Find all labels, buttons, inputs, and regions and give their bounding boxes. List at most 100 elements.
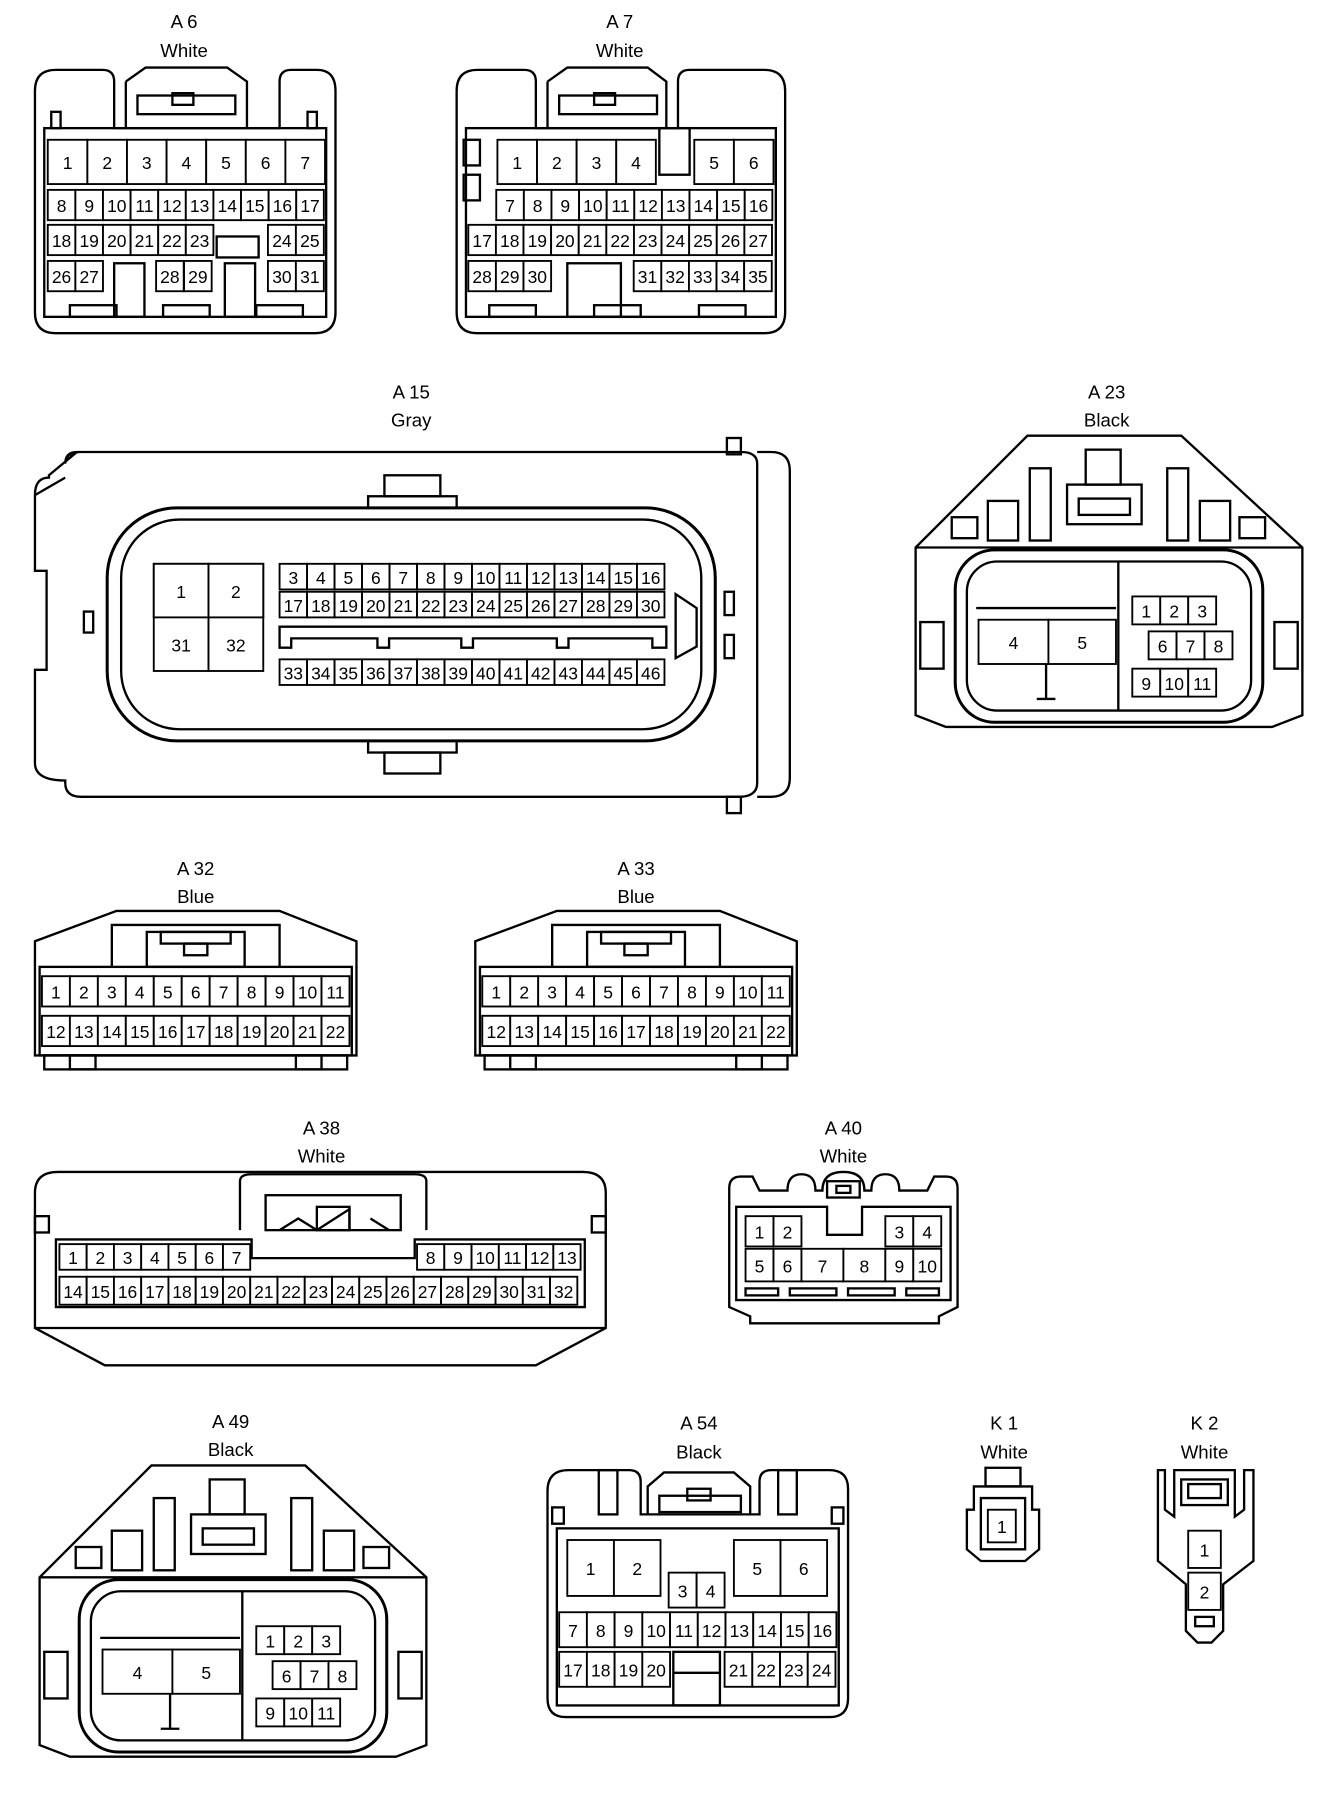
- cavity-frame: [54, 1238, 586, 1309]
- guide-rib: [1198, 499, 1232, 542]
- pin-number: 28: [445, 1282, 464, 1302]
- pin-cell: [884, 1215, 915, 1248]
- pin-cavity: 1: [1187, 1529, 1222, 1569]
- pin-cavity: 9: [705, 975, 735, 1008]
- pin-number: 5: [755, 1256, 765, 1276]
- pin-cell: [388, 658, 418, 686]
- latch: [725, 795, 743, 815]
- pin-number: 44: [586, 663, 606, 683]
- pin-number: 4: [631, 153, 641, 173]
- pin-cell: [1187, 1529, 1222, 1569]
- pin-cavity: 10: [102, 188, 132, 222]
- pin-number: 6: [261, 153, 271, 173]
- pin-number: 8: [687, 983, 697, 1003]
- pin-number: 5: [709, 153, 719, 173]
- guide-rib: [306, 110, 319, 130]
- pin-number: 3: [592, 153, 602, 173]
- pin-cavity: 4: [912, 1215, 943, 1248]
- pin-cell: [780, 1611, 810, 1649]
- pin-cell: [696, 1611, 727, 1649]
- pin-cavity: 10: [641, 1611, 671, 1649]
- guide-rib: [74, 1545, 103, 1570]
- pin-number: 18: [500, 231, 519, 251]
- pin-number: 4: [316, 568, 326, 588]
- pin-number: 3: [547, 983, 557, 1003]
- pin-number: 2: [231, 582, 241, 602]
- guide-rib: [397, 1650, 423, 1700]
- latch: [646, 1471, 752, 1515]
- pin-number: 29: [614, 596, 633, 616]
- pin-number: 27: [748, 231, 767, 251]
- latch: [238, 1173, 428, 1231]
- pin-cell: [443, 590, 473, 619]
- pin-cavity: 20: [361, 590, 391, 619]
- pin-cavity: 3: [575, 138, 618, 185]
- pin-cell: [760, 975, 791, 1008]
- pin-cavity: 7: [299, 1660, 330, 1691]
- pin-cavity: 46: [636, 658, 666, 686]
- pin-cell: [760, 1014, 791, 1048]
- latch: [592, 92, 617, 107]
- pin-number: 9: [84, 196, 94, 216]
- pin-number: 2: [79, 983, 89, 1003]
- pin-number: 24: [272, 231, 292, 251]
- pin-number: 2: [1200, 1582, 1210, 1602]
- pin-number: 7: [1186, 637, 1196, 657]
- pin-cell: [1203, 630, 1234, 661]
- pin-cavity: 26: [715, 223, 746, 257]
- pin-number: 21: [135, 231, 154, 251]
- pin-cell: [552, 1243, 582, 1271]
- pin-cavity: 27: [553, 590, 583, 619]
- guide-rib: [322, 1529, 356, 1572]
- pin-cell: [549, 1275, 579, 1306]
- pin-number: 10: [738, 983, 758, 1003]
- latch: [509, 1054, 538, 1071]
- pin-cavity: 1: [58, 1243, 88, 1271]
- housing-outline: [914, 434, 1304, 729]
- pin-cavity: 14: [58, 1275, 88, 1306]
- pin-cavity: 18: [46, 223, 77, 257]
- pin-cavity: 6: [779, 1539, 829, 1597]
- pin-number: 46: [641, 663, 660, 683]
- connector-code: A 23: [1088, 381, 1125, 402]
- pin-number: 43: [559, 663, 578, 683]
- pin-cell: [536, 138, 578, 185]
- pin-number: 14: [63, 1282, 83, 1302]
- pin-cavity: 9: [443, 1243, 473, 1271]
- pin-cell: [443, 1243, 473, 1271]
- latch: [835, 1184, 852, 1195]
- pin-cavity: 11: [311, 1697, 342, 1728]
- pin-number: 12: [46, 1022, 65, 1042]
- pin-cavity: 37: [388, 658, 418, 686]
- pin-cavity: 14: [581, 562, 611, 591]
- pin-number: 35: [339, 663, 358, 683]
- pin-cell: [184, 223, 215, 257]
- pin-cavity: 25: [498, 590, 528, 619]
- pin-cavity: 10: [471, 562, 501, 591]
- pin-cavity: 23: [633, 223, 663, 257]
- latch: [383, 474, 442, 498]
- pin-cavity: 26: [385, 1275, 415, 1306]
- pin-number: 22: [756, 1660, 775, 1680]
- pin-cell: [752, 1611, 782, 1649]
- pin-cell: [481, 1014, 512, 1048]
- pin-number: 17: [186, 1022, 205, 1042]
- connector-code: A 54: [680, 1412, 717, 1433]
- pin-number: 23: [638, 231, 657, 251]
- pin-cell: [705, 975, 735, 1008]
- pin-cavity: 13: [509, 1014, 540, 1048]
- housing-outline: [33, 450, 759, 798]
- pin-cell: [1175, 630, 1206, 661]
- pin-number: 6: [282, 1666, 292, 1686]
- pin-number: 2: [552, 153, 562, 173]
- pin-cavity: 1: [46, 138, 89, 185]
- pin-number: 5: [752, 1559, 762, 1579]
- pin-cavity: 13: [68, 1014, 99, 1048]
- pin-cavity: 16: [112, 1275, 143, 1306]
- pin-cell: [311, 1697, 342, 1728]
- pin-cavity: 16: [743, 188, 774, 222]
- latch: [201, 1527, 256, 1546]
- pin-number: 9: [265, 1704, 275, 1724]
- pin-cell: [264, 1014, 295, 1048]
- pin-cell: [443, 658, 473, 686]
